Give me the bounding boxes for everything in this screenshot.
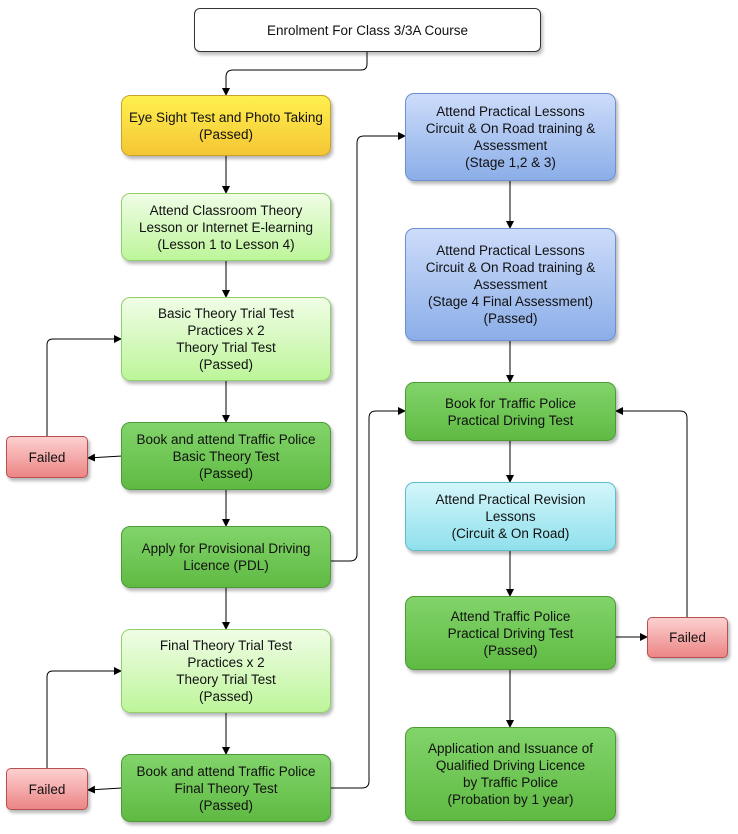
node-text: Circuit & On Road training & <box>425 121 596 136</box>
practical-revision-node: Attend Practical Revision Lessons (Circu… <box>405 482 616 551</box>
node-text: Circuit & On Road training & <box>425 260 596 275</box>
node-text: Lessons <box>485 509 536 524</box>
practical-lessons-stage123-node: Attend Practical Lessons Circuit & On Ro… <box>405 93 616 181</box>
node-text: (Probation by 1 year) <box>447 792 574 807</box>
driving-licence-issuance-node: Application and Issuance of Qualified Dr… <box>405 727 616 821</box>
connector-basictest-failed1 <box>87 453 123 462</box>
node-text: Failed <box>28 449 66 465</box>
node-text: (Circuit & On Road) <box>451 526 570 541</box>
node-text: Attend Practical Lessons <box>436 243 585 258</box>
node-text: Final Theory Trial Test <box>159 638 293 653</box>
node-text: Assessment <box>473 277 548 292</box>
eyesight-test-node: Eye Sight Test and Photo Taking (Passed) <box>121 95 331 156</box>
node-text: Theory Trial Test <box>176 672 276 687</box>
node-text: by Traffic Police <box>462 775 559 790</box>
apply-pdl-node: Apply for Provisional Driving Licence (P… <box>121 526 331 588</box>
node-text: Eye Sight Test and Photo Taking <box>129 109 323 125</box>
node-text: Attend Practical Revision <box>435 492 586 507</box>
failed-basic-theory-node: Failed <box>6 436 88 478</box>
connector-failed1-basictrial <box>46 335 122 436</box>
node-text: Book and attend Traffic Police <box>136 431 316 447</box>
classroom-theory-node: Attend Classroom Theory Lesson or Intern… <box>121 193 331 261</box>
node-text: Application and Issuance of <box>427 741 594 756</box>
node-text: Attend Traffic Police <box>450 608 571 624</box>
node-text: (Passed) <box>483 311 538 326</box>
node-text: Book for Traffic Police <box>444 395 577 411</box>
node-text: Practical Driving Test <box>447 625 574 641</box>
node-text: (Passed) <box>483 642 538 658</box>
node-text: (Passed) <box>198 357 254 372</box>
connector-failed3-bookpractical <box>615 407 688 617</box>
node-text: Enrolment For Class 3/3A Course <box>266 22 469 38</box>
node-text: Licence (PDL) <box>183 558 269 573</box>
node-text: (Passed) <box>198 126 254 142</box>
enrolment-node: Enrolment For Class 3/3A Course <box>194 8 541 52</box>
final-theory-trial-node: Final Theory Trial Test Practices x 2 Th… <box>121 629 331 713</box>
book-practical-test-node: Book for Traffic Police Practical Drivin… <box>405 382 616 441</box>
failed-final-theory-node: Failed <box>6 768 88 810</box>
node-text: Apply for Provisional Driving <box>141 541 311 556</box>
node-text: (Stage 4 Final Assessment) <box>427 294 594 309</box>
basic-theory-test-node: Book and attend Traffic Police Basic The… <box>121 422 331 490</box>
node-text: Attend Practical Lessons <box>436 104 585 119</box>
node-text: Qualified Driving Licence <box>435 758 586 773</box>
node-text: Basic Theory Test <box>172 448 280 464</box>
node-text: Book and attend Traffic Police <box>136 763 316 779</box>
node-text: Practices x 2 <box>187 655 265 670</box>
node-text: Failed <box>28 781 66 797</box>
node-text: (Passed) <box>198 465 254 481</box>
final-theory-test-node: Book and attend Traffic Police Final The… <box>121 754 331 822</box>
practical-lessons-stage4-node: Attend Practical Lessons Circuit & On Ro… <box>405 228 616 341</box>
node-text: Basic Theory Trial Test <box>157 306 295 321</box>
node-text: Lesson or Internet E-learning <box>138 219 314 235</box>
attend-practical-test-node: Attend Traffic Police Practical Driving … <box>405 596 616 670</box>
node-text: (Passed) <box>198 797 254 813</box>
node-text: (Lesson 1 to Lesson 4) <box>157 236 295 252</box>
connector-enrolment-eyesight <box>222 52 368 96</box>
node-text: (Passed) <box>198 689 254 704</box>
node-text: Failed <box>669 630 706 645</box>
node-text: Final Theory Test <box>174 780 278 796</box>
failed-practical-test-node: Failed <box>647 617 728 658</box>
connector-pdl-practical1 <box>331 132 406 562</box>
node-text: (Stage 1,2 & 3) <box>465 155 556 170</box>
node-text: Assessment <box>473 138 548 153</box>
connector-finaltest-bookpractical <box>331 407 406 789</box>
basic-theory-trial-node: Basic Theory Trial Test Practices x 2 Th… <box>121 297 331 381</box>
node-text: Practices x 2 <box>187 323 265 338</box>
node-text: Theory Trial Test <box>176 340 276 355</box>
connector-failed2-finaltrial <box>46 667 122 768</box>
connector-finaltest-failed2 <box>87 785 123 794</box>
node-text: Attend Classroom Theory <box>149 202 303 218</box>
node-text: Practical Driving Test <box>447 412 574 428</box>
